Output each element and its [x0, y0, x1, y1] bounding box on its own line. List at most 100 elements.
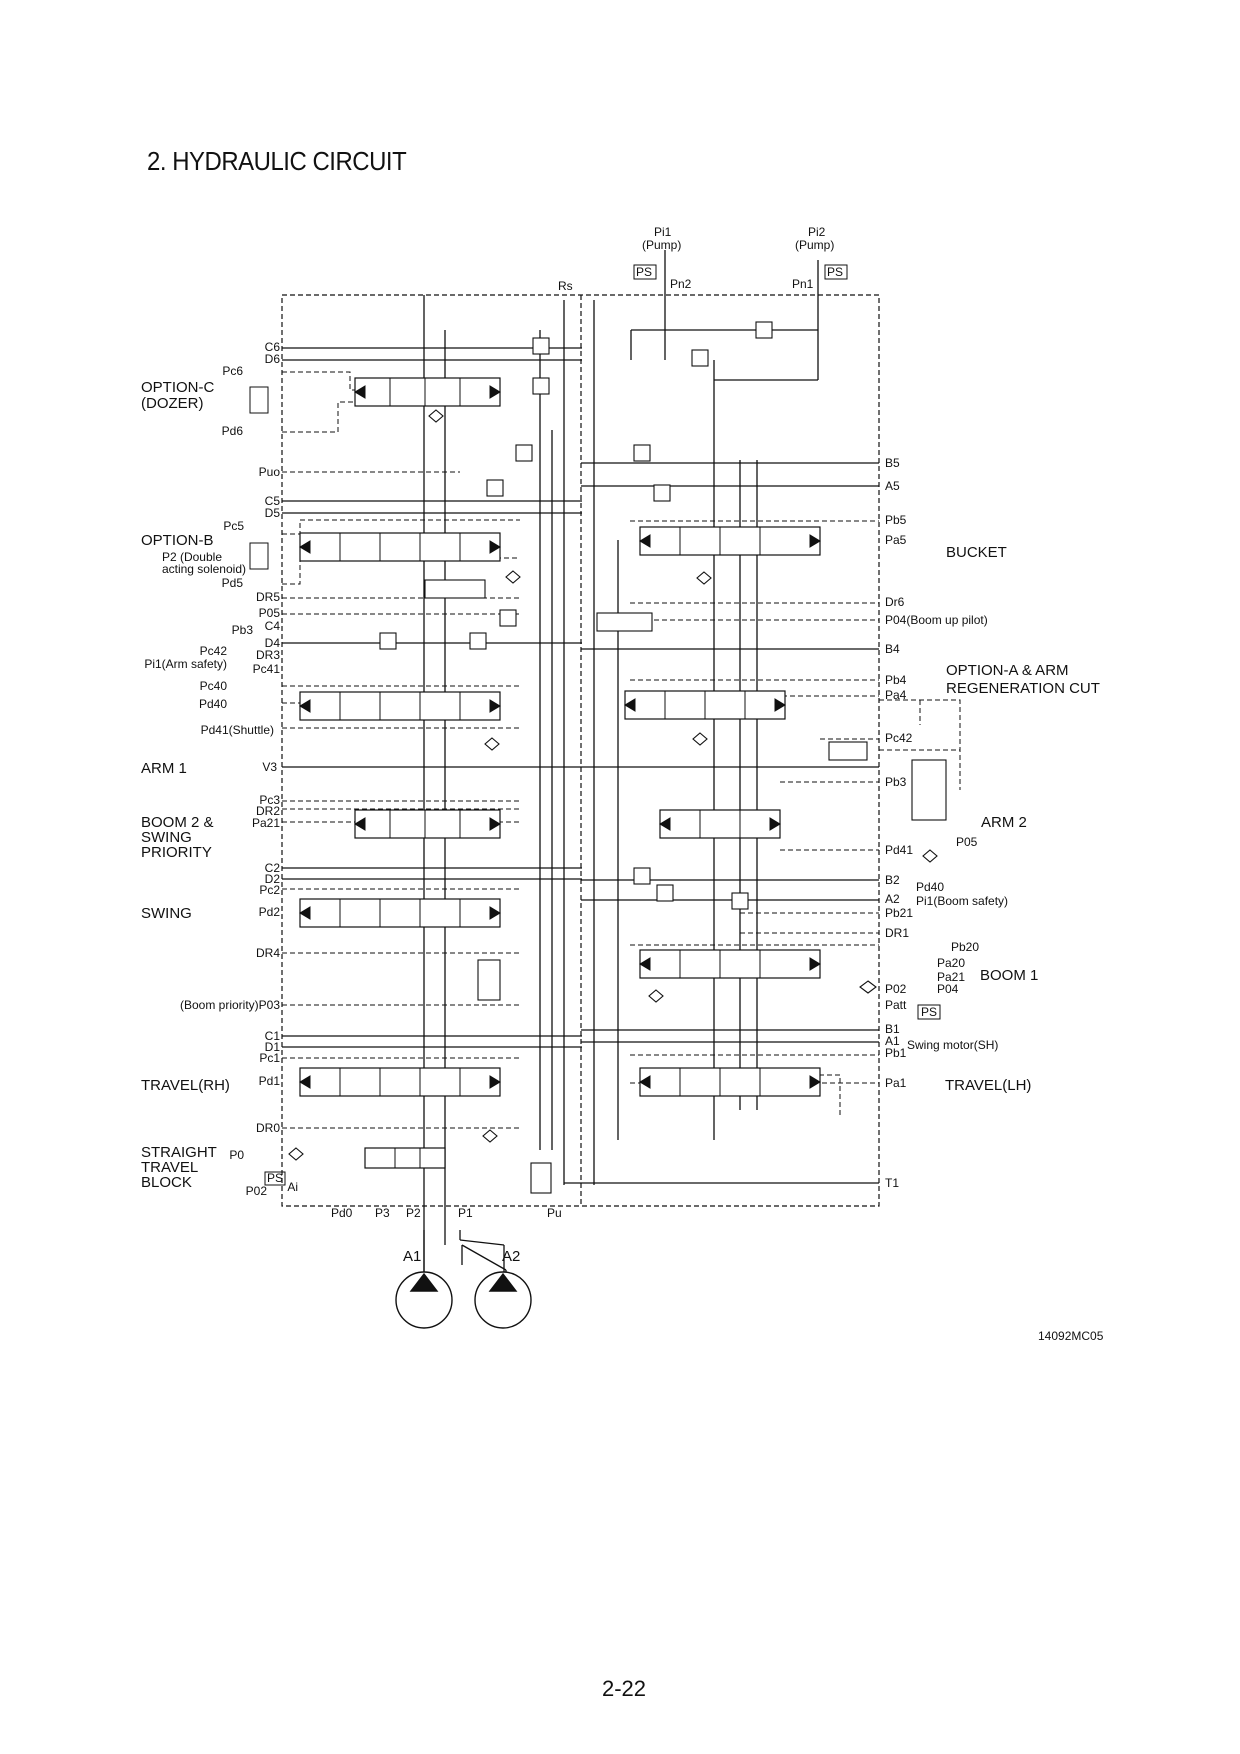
port-c5: C5: [265, 494, 281, 508]
spool-boom2: [354, 809, 501, 839]
label-pi2-pump: (Pump): [795, 238, 834, 252]
port-pd5: Pd5: [222, 576, 244, 590]
port-pb4: Pb4: [885, 673, 907, 687]
port-pb21: Pb21: [885, 906, 913, 920]
section-boom2-swing: SWING: [141, 829, 192, 846]
port-pa21: Pa21: [252, 816, 280, 830]
port-p2-double: P2 (Double: [162, 550, 222, 564]
spool-swing: [299, 898, 501, 928]
port-a5: A5: [885, 479, 900, 493]
port-pc2: Pc2: [259, 883, 280, 897]
section-option-b: OPTION-B: [141, 532, 214, 549]
port-pb3-right: Pb3: [885, 775, 907, 789]
label-pump-a2: A2: [502, 1248, 520, 1265]
spool-bucket: [639, 526, 821, 556]
main-lines: [282, 250, 879, 1290]
section-boom2-priority: PRIORITY: [141, 844, 212, 861]
label-pn1: Pn1: [792, 277, 814, 291]
port-pc1: Pc1: [259, 1051, 280, 1065]
label-pi1: Pi1: [654, 225, 672, 239]
port-p04-right: P04: [937, 982, 959, 996]
port-pb3: Pb3: [232, 623, 254, 637]
port-puo: Puo: [259, 465, 281, 479]
port-pb20: Pb20: [951, 940, 979, 954]
port-t1: T1: [885, 1176, 899, 1190]
port-patt: Patt: [885, 998, 907, 1012]
top-labels: Pi1 (Pump) Pi2 (Pump) PS PS Pn2 Pn1 Rs: [558, 225, 843, 293]
port-p3: P3: [375, 1206, 390, 1220]
spool-bank-right-dividers: [664, 527, 761, 1096]
port-pb5: Pb5: [885, 513, 907, 527]
port-pa20: Pa20: [937, 956, 965, 970]
pump-a1-triangle: [409, 1272, 439, 1292]
port-p05: P05: [259, 606, 281, 620]
port-c4: C4: [265, 619, 281, 633]
port-pd6: Pd6: [222, 424, 244, 438]
pumps: [395, 1271, 532, 1329]
port-pc3: Pc3: [259, 793, 280, 807]
spool-bank-right: [624, 526, 821, 1097]
section-option-a: OPTION-A & ARM: [946, 662, 1069, 679]
label-ps-right: PS: [827, 265, 843, 279]
port-c2: C2: [265, 861, 281, 875]
section-option-a-regen: REGENERATION CUT: [946, 680, 1100, 697]
label-pi1-pump: (Pump): [642, 238, 681, 252]
port-pd40: Pd40: [199, 697, 227, 711]
port-swing-motor-sh: Swing motor(SH): [907, 1038, 998, 1052]
port-ai: Ai: [287, 1180, 298, 1194]
port-ps-left: PS: [267, 1171, 283, 1185]
port-pc42: Pc42: [200, 644, 228, 658]
port-b5: B5: [885, 456, 900, 470]
page-title: 2. HYDRAULIC CIRCUIT: [147, 146, 407, 176]
port-a1: A1: [885, 1034, 900, 1048]
port-p03-boom-priority: (Boom priority)P03: [180, 998, 280, 1012]
port-v3: V3: [262, 760, 277, 774]
port-dr1: DR1: [885, 926, 909, 940]
label-pn2: Pn2: [670, 277, 692, 291]
port-pc42-right: Pc42: [885, 731, 913, 745]
port-b2: B2: [885, 873, 900, 887]
port-d4: D4: [265, 636, 281, 650]
port-dr5: DR5: [256, 590, 280, 604]
spool-straight-travel: [364, 1147, 446, 1169]
port-pa21-right: Pa21: [937, 970, 965, 984]
port-pa1: Pa1: [885, 1076, 907, 1090]
section-option-c-sub: (DOZER): [141, 395, 204, 412]
port-pd0: Pd0: [331, 1206, 353, 1220]
figure-code: 14092MC05: [1038, 1329, 1104, 1343]
pump-labels: A1 A2: [403, 1248, 520, 1265]
port-acting-solenoid: acting solenoid): [162, 562, 246, 576]
section-arm1: ARM 1: [141, 760, 187, 777]
section-straight-block: BLOCK: [141, 1174, 192, 1191]
port-pd40-right: Pd40: [916, 880, 944, 894]
section-bucket: BUCKET: [946, 544, 1007, 561]
pilot-actuators: [299, 385, 821, 1089]
port-pu: Pu: [547, 1206, 562, 1220]
port-p0: P0: [229, 1148, 244, 1162]
spool-option-c: [354, 377, 501, 407]
port-ps-right: PS: [921, 1005, 937, 1019]
section-travel-lh: TRAVEL(LH): [945, 1077, 1031, 1094]
label-pump-a1: A1: [403, 1248, 421, 1265]
spool-boom1: [639, 949, 821, 979]
pump-a1: [395, 1271, 453, 1329]
port-pa4: Pa4: [885, 688, 907, 702]
port-labels-bottom: Pd0 P3 P2 P1 Pu: [331, 1206, 562, 1220]
relief-valves: [379, 321, 947, 1194]
port-dr3: DR3: [256, 648, 280, 662]
section-labels-right: BUCKET OPTION-A & ARM REGENERATION CUT A…: [945, 544, 1100, 1094]
port-dr0: DR0: [256, 1121, 280, 1135]
section-arm2: ARM 2: [981, 814, 1027, 831]
section-option-c: OPTION-C: [141, 379, 214, 396]
section-swing: SWING: [141, 905, 192, 922]
port-p1: P1: [458, 1206, 473, 1220]
port-pc6: Pc6: [222, 364, 243, 378]
port-labels-right: B5 A5 Pb5 Pa5 Dr6 P04(Boom up pilot) B4 …: [885, 456, 1008, 1190]
section-boom1: BOOM 1: [980, 967, 1038, 984]
port-d2: D2: [265, 872, 281, 886]
spool-travel-lh: [639, 1067, 821, 1097]
port-pd2: Pd2: [259, 905, 281, 919]
port-labels-left: C6 D6 Pc6 Pd6 Puo C5 D5 Pc5 P2 (Double a…: [144, 340, 298, 1198]
page-number: 2-22: [602, 1676, 647, 1701]
